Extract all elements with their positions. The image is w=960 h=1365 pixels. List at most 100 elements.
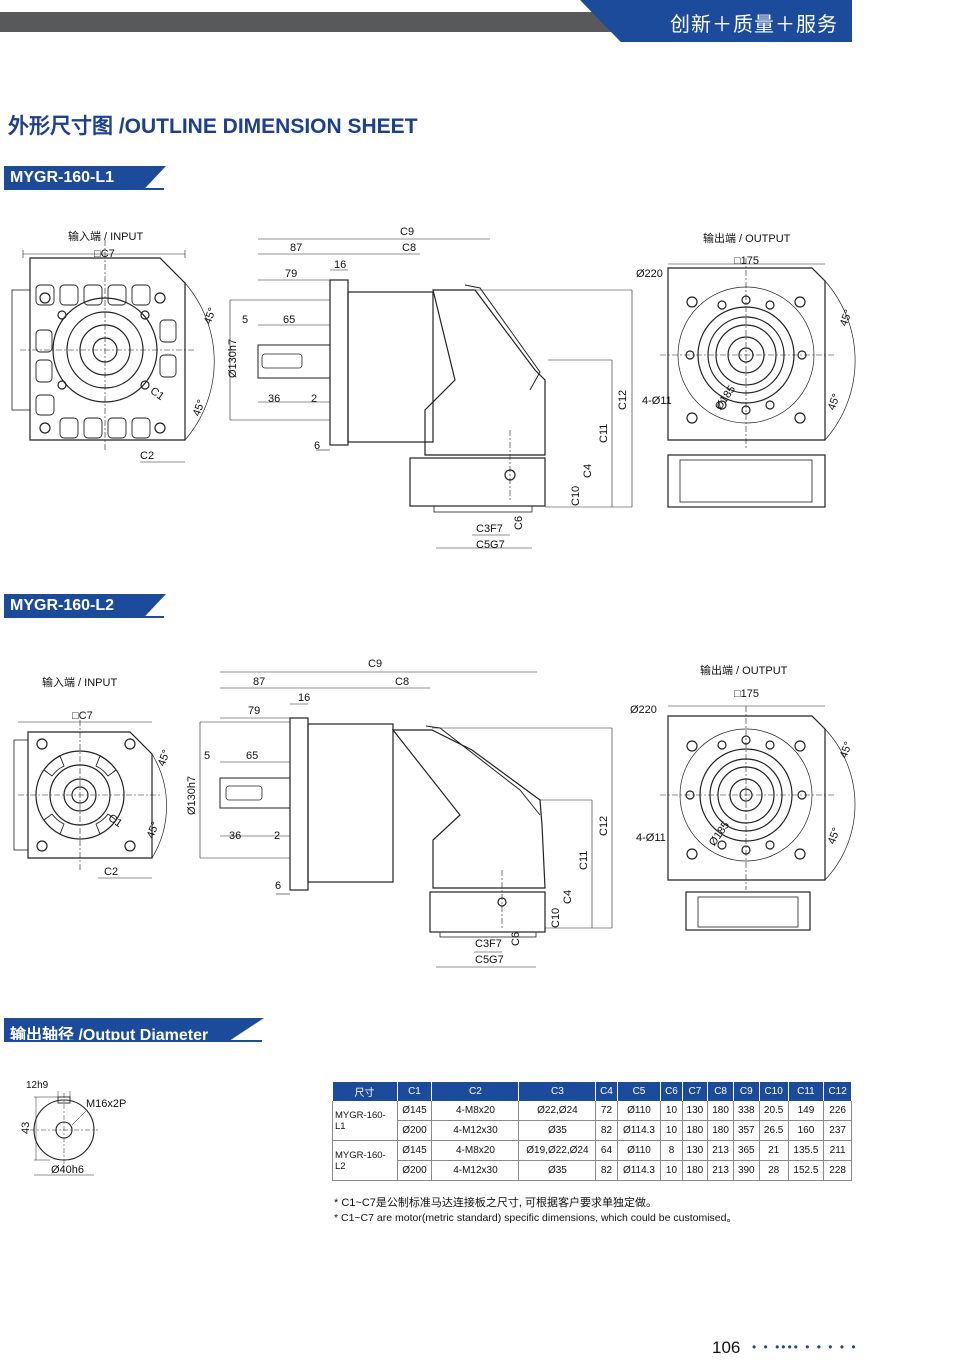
th-size: 尺寸: [332, 1082, 398, 1101]
th-c5: C5: [617, 1082, 662, 1101]
dim-79: 79: [285, 268, 298, 280]
note-cn: * C1~C7是公制标准马达连接板之尺寸, 可根据客户要求单独定做。: [334, 1197, 657, 1209]
output-label-l2: 输出端 / OUTPUT: [700, 665, 788, 677]
spec-table: 尺寸 C1 C2 C3 C4 C5 C6 C7 C8 C9 C10 C11 C1…: [332, 1082, 852, 1181]
cell: Ø110: [617, 1140, 662, 1161]
dim-c7: □C7: [72, 710, 93, 722]
th-c10: C10: [759, 1082, 789, 1101]
cell: 180: [682, 1120, 709, 1141]
output-shaft-drawing: [30, 1091, 98, 1176]
dim-c5: C5G7: [475, 954, 504, 966]
cell: Ø200: [397, 1160, 433, 1181]
th-c9: C9: [733, 1082, 760, 1101]
cell: 20.5: [759, 1101, 789, 1121]
cell: 390: [733, 1160, 760, 1181]
page-title: 外形尺寸图 /OUTLINE DIMENSION SHEET: [8, 115, 418, 138]
cell: 180: [707, 1101, 734, 1121]
cell: 365: [733, 1140, 760, 1161]
cell: 26.5: [759, 1120, 789, 1141]
cell: 10: [660, 1101, 683, 1121]
page-number: 106: [712, 1338, 741, 1357]
dim-4-d11: 4-Ø11: [642, 395, 672, 407]
tag-underline: [4, 616, 164, 618]
dim-sq175: □175: [734, 688, 759, 700]
dim-6: 6: [275, 880, 282, 892]
dim-c12: C12: [617, 389, 629, 410]
header-bar: [0, 12, 640, 32]
cell: 4-M12x30: [431, 1160, 520, 1181]
th-c2: C2: [431, 1082, 520, 1101]
dim-c11: C11: [578, 850, 590, 870]
cell: 213: [707, 1140, 734, 1161]
header-slogan: 创新＋质量＋服务: [670, 14, 838, 36]
dim-c7: □C7: [94, 248, 115, 260]
dim-sq175: □175: [734, 255, 759, 267]
dim-c9: C9: [368, 658, 383, 670]
cell: 10: [660, 1120, 683, 1141]
note-en: * C1~C7 are motor(metric standard) speci…: [334, 1212, 737, 1224]
cell: 4-M12x30: [431, 1120, 520, 1141]
dim-c3: C3F7: [475, 938, 502, 950]
cell: 160: [788, 1120, 825, 1141]
cell: Ø200: [397, 1120, 433, 1141]
dim-c5: C5G7: [476, 539, 505, 551]
dim-c4: C4: [562, 889, 574, 904]
dim-c3: C3F7: [476, 523, 503, 535]
th-c1: C1: [397, 1082, 433, 1101]
spec-table-header: 尺寸 C1 C2 C3 C4 C5 C6 C7 C8 C9 C10 C11 C1…: [332, 1082, 852, 1101]
cell: 10: [660, 1160, 683, 1181]
input-label-l1: 输入端 / INPUT: [68, 231, 144, 243]
cell: 130: [682, 1101, 709, 1121]
drawing-l2-svg: [13, 671, 856, 968]
dim-c8: C8: [402, 242, 417, 254]
dim-5: 5: [242, 314, 249, 326]
cell: 82: [595, 1160, 618, 1181]
row-model: MYGR-160-L1: [332, 1101, 398, 1141]
dim-65: 65: [283, 314, 296, 326]
dim-c11: C11: [598, 423, 610, 443]
cell: 82: [595, 1120, 618, 1141]
cell: 237: [823, 1120, 852, 1141]
dim-130: Ø130h7: [186, 775, 198, 815]
cell: Ø110: [617, 1101, 662, 1121]
dim-shaft-dia: Ø40h6: [51, 1164, 85, 1176]
cell: 180: [707, 1120, 734, 1141]
cell: 211: [823, 1140, 852, 1161]
output-diameter-tag: 输出轴径 /Output Diameter: [4, 1018, 264, 1042]
dim-height: 43: [20, 1121, 32, 1134]
dim-c10: C10: [570, 485, 582, 506]
dim-c8: C8: [395, 676, 410, 688]
dim-65: 65: [246, 750, 259, 762]
cell: 8: [660, 1140, 683, 1161]
row-model: MYGR-160-L2: [332, 1140, 398, 1181]
cell: Ø145: [397, 1101, 433, 1121]
model-tag-l1: MYGR-160-L1: [4, 166, 166, 190]
th-c12: C12: [823, 1082, 852, 1101]
dim-2: 2: [274, 830, 281, 842]
cell: 4-M8x20: [431, 1140, 520, 1161]
cell: 226: [823, 1101, 852, 1121]
table-row: MYGR-160-L1 Ø145 4-M8x20 Ø22,Ø24 72 Ø110…: [332, 1101, 852, 1141]
th-c3: C3: [518, 1082, 597, 1101]
th-c4: C4: [595, 1082, 618, 1101]
th-c7: C7: [682, 1082, 709, 1101]
dim-c2: C2: [104, 866, 119, 878]
th-c8: C8: [707, 1082, 734, 1101]
th-c6: C6: [660, 1082, 683, 1101]
cell: 180: [682, 1160, 709, 1181]
cell: 28: [759, 1160, 789, 1181]
header-slogan-tab: 创新＋质量＋服务: [580, 0, 852, 42]
cell: 338: [733, 1101, 760, 1121]
drawing-l1-svg: [11, 238, 856, 549]
dim-36: 36: [229, 830, 242, 842]
table-row: MYGR-160-L2 Ø145 4-M8x20 Ø19,Ø22,Ø24 64 …: [332, 1140, 852, 1181]
dim-87: 87: [253, 676, 266, 688]
table-row: Ø200 4-M12x30 Ø35 82 Ø114.3 10 180 180 3…: [333, 1120, 852, 1141]
cell: 72: [595, 1101, 618, 1121]
cell: 149: [788, 1101, 825, 1121]
dim-4-d11: 4-Ø11: [636, 832, 666, 844]
table-row: Ø200 4-M12x30 Ø35 82 Ø114.3 10 180 213 3…: [333, 1160, 852, 1181]
cell: 213: [707, 1160, 734, 1181]
cell: Ø114.3: [617, 1120, 662, 1141]
cell: Ø22,Ø24: [518, 1101, 597, 1121]
